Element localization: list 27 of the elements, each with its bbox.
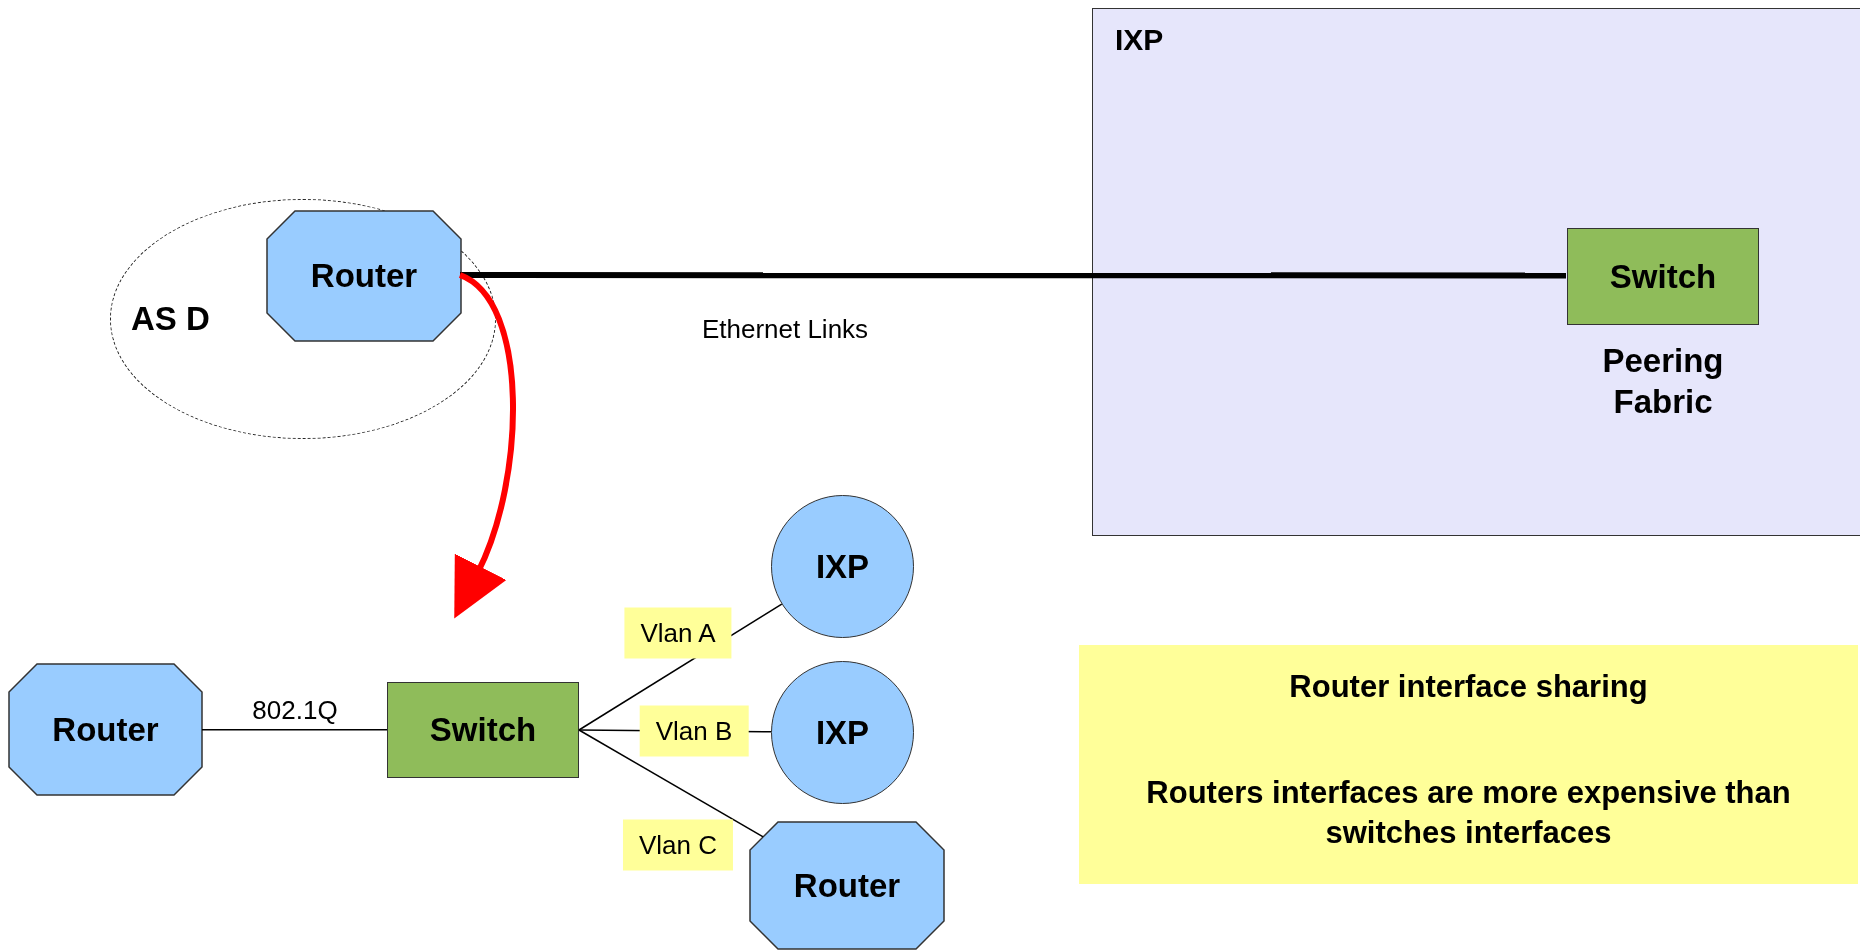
node-label: Switch <box>429 711 537 749</box>
connector-line <box>578 729 764 838</box>
ixp-area <box>1092 8 1860 536</box>
node-label: IXP <box>815 713 870 752</box>
edge-label: 802.1Q <box>252 694 338 726</box>
edge-label: Vlan C <box>623 819 733 871</box>
node-caption: Peering Fabric <box>1601 341 1725 423</box>
router-octagon <box>267 211 461 341</box>
edge-label: Ethernet Links <box>701 313 869 345</box>
node-label: Switch <box>1609 257 1717 296</box>
node-label: Router <box>793 866 901 905</box>
edge-label: Vlan B <box>639 705 749 757</box>
curved-arrow <box>453 272 516 620</box>
node-label: Router <box>310 257 418 295</box>
note-box <box>1079 645 1858 884</box>
note-text: Routers interfaces are more expensive than switches interfaces <box>1145 774 1792 853</box>
switch-box <box>387 682 579 778</box>
router-octagon <box>9 664 202 795</box>
connector-line <box>460 272 1566 279</box>
node-label: AS D <box>131 300 210 338</box>
edge-label: Vlan A <box>624 607 732 659</box>
node-label: IXP <box>815 547 870 586</box>
node-label: Router <box>52 710 159 749</box>
note-heading: Router interface sharing <box>1288 668 1649 706</box>
node-label: IXP <box>1115 23 1164 57</box>
router-octagon <box>750 822 944 949</box>
connector-line <box>201 728 388 731</box>
